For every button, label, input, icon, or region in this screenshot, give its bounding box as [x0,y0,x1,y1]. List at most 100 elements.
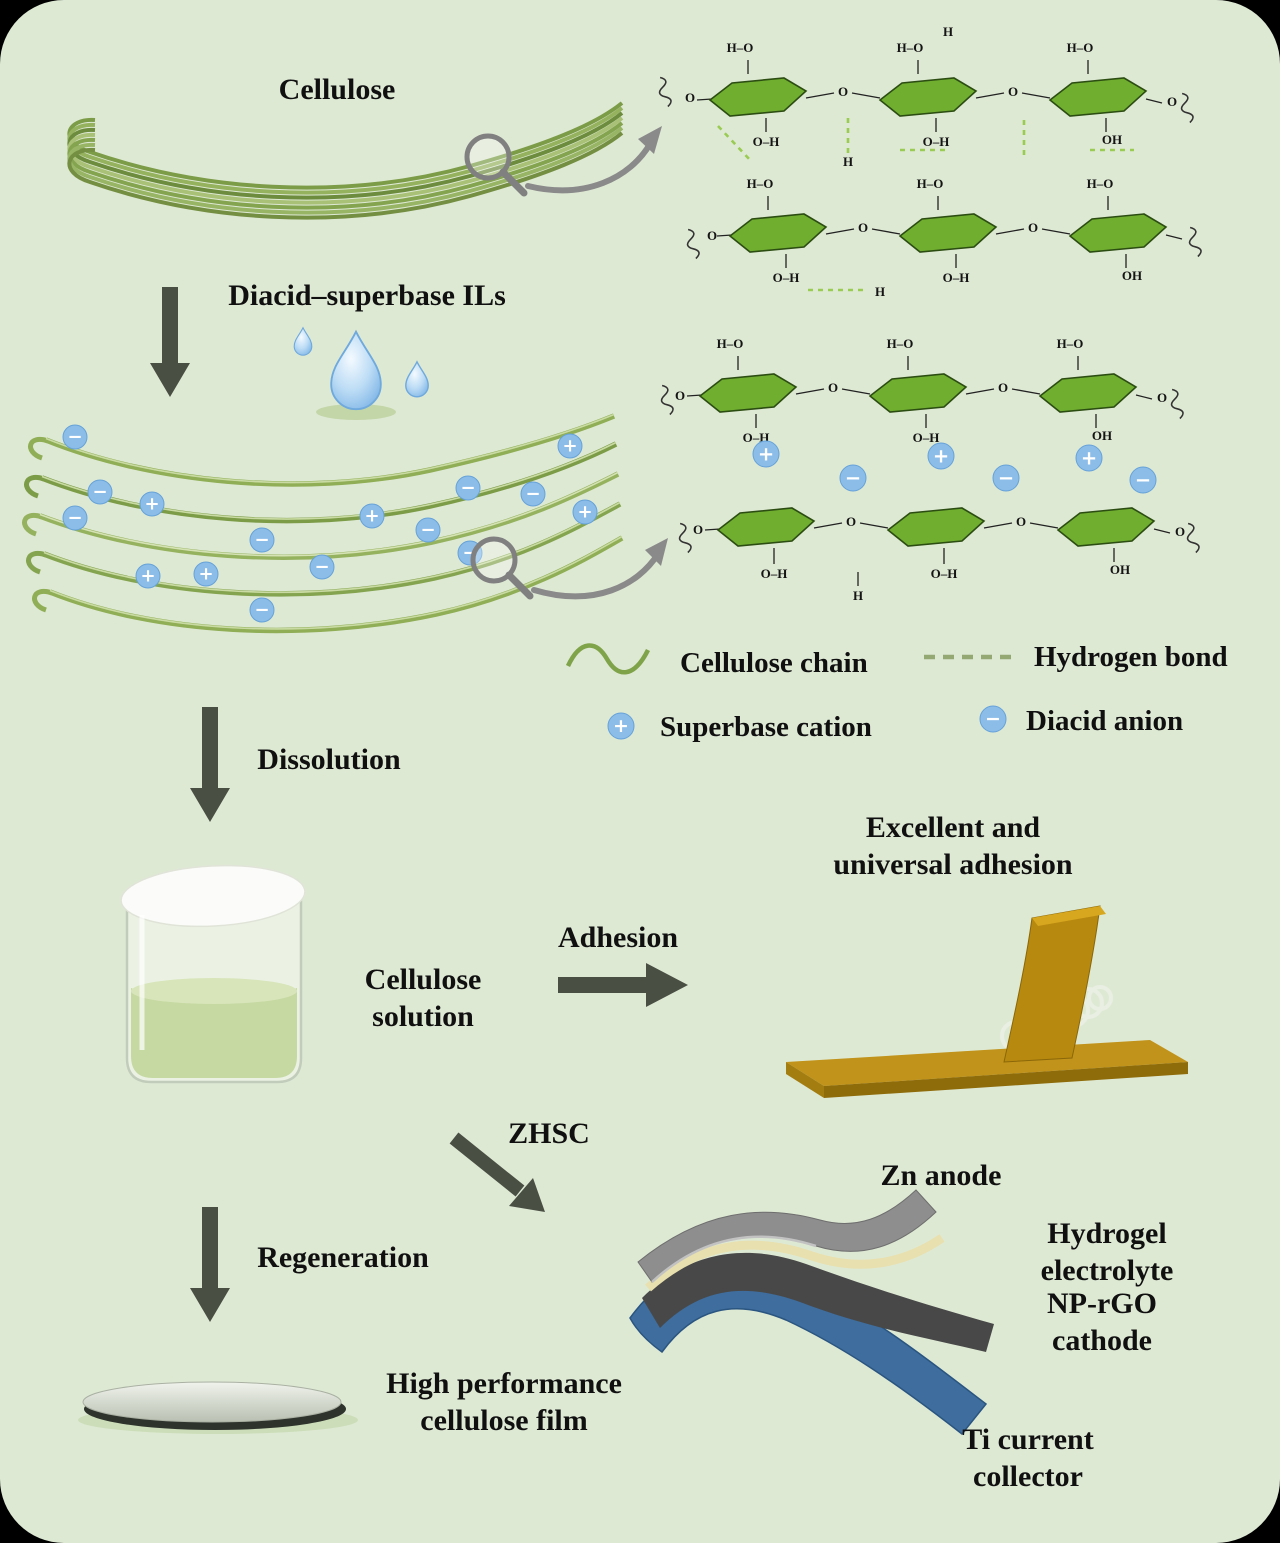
cellulose-fiber-bundle [67,101,624,220]
hydrogel-electrolyte-sheet [645,1234,945,1292]
zhsc-label: ZHSC [508,1117,590,1150]
ion-sign: + [933,445,949,468]
down-arrow-regeneration [190,1207,230,1322]
glucose-ring [1048,77,1148,117]
atom-label: OH [1110,562,1130,577]
structure-ions: +−+−+− [752,440,1157,494]
chain-end-squiggles [658,76,1202,554]
ion-sign: − [92,482,107,503]
ion-sign: − [254,530,269,551]
bond [983,522,1013,529]
atom-label: O [1175,524,1185,539]
magnifier-icon [464,133,528,197]
legend-superbase-cation: Superbase cation [660,711,872,743]
atom-label: O [675,388,685,403]
glucose-rings [698,77,1168,547]
atom-label: H–O [717,336,744,351]
ion-sign: + [1081,447,1097,470]
chain-end-squiggle [686,228,700,260]
atom-label: O–H [913,430,940,445]
diacid-anion-icon [62,505,88,531]
diacid-anion-icon [87,479,113,505]
atom-label: H–O [917,176,944,191]
bond [813,522,843,529]
zoom-arrow-icon [531,538,668,600]
superbase-cation-icon [927,442,955,470]
cellulose-film [78,1381,358,1434]
ion-sign: + [577,502,592,523]
diacid-anion-icon [249,527,275,553]
legend-hydrogen-bond: Hydrogen bond [1034,641,1228,673]
diacid-anion-icon [839,464,867,492]
ion-sign: − [845,467,861,490]
zhsc-device [629,1189,994,1436]
adhesion-result-label: Excellent and universal adhesion [833,811,1073,881]
ion-sign: + [198,564,213,585]
bond [805,92,835,99]
ion-sign: − [460,478,475,499]
atom-label: O–H [761,566,788,581]
diacid-anion-icon [309,554,335,580]
bond [1011,388,1041,395]
atom-label: O–H [773,270,800,285]
bond [975,92,1005,99]
zn-anode-label: Zn anode [880,1159,1002,1192]
diacid-anion-icon [415,517,441,543]
bond [1135,394,1153,400]
glucose-ring [878,77,978,117]
cellulose-title: Cellulose [278,73,396,106]
hydrogel-electrolyte-label: Hydrogel electrolyte [1040,1217,1174,1287]
diacid-anion-icon [455,475,481,501]
ion-sign: − [998,467,1014,490]
atom-label: H–O [1087,176,1114,191]
magnifier-icon [470,536,534,600]
diacid-superbase-label: Diacid–superbase ILs [228,279,506,312]
legend-diacid-anion: Diacid anion [1026,705,1184,737]
atom-label: O [1167,94,1177,109]
ti-current-collector-label: Ti current collector [962,1423,1094,1493]
dissolution-label: Dissolution [257,743,401,776]
diacid-anion-icon [520,481,546,507]
superbase-cation-icon [359,503,385,529]
bond [696,98,713,101]
atom-label: O–H [753,134,780,149]
atom-label: OH [1092,428,1112,443]
hydrogen-bond [717,125,753,163]
dissolved-cellulose-chains [22,413,624,634]
chain-end-squiggle [1180,92,1194,124]
film-label: High performance cellulose film [386,1367,622,1437]
diacid-anion-icon [62,424,88,450]
adhesion-illustration [786,905,1188,1098]
np-rgo-cathode-sheet [642,1252,994,1352]
atom-label: O [858,220,868,235]
glucose-ring [1038,373,1138,413]
ion-sign: − [1135,469,1151,492]
glucose-ring [1056,507,1156,547]
atom-label: OH [1122,268,1142,283]
atom-label: O [846,514,856,529]
diacid-anion-icon: − [979,705,1007,733]
svg-text:−: − [985,708,1001,730]
legend-cellulose-chain: Cellulose chain [680,647,868,679]
atom-label: O [1028,220,1038,235]
atom-label: O [1157,390,1167,405]
solution-ions: −+−+−−++−−−−−++− [62,424,598,623]
cellulose-chain-icon [565,643,651,675]
atom-label: O [685,90,695,105]
beaker [120,864,306,1084]
chain-end-squiggle [660,384,674,416]
atom-label: H–O [1067,40,1094,55]
ion-sign: − [67,508,82,529]
svg-text:+: + [613,715,629,737]
bond [1153,528,1171,534]
bond [1145,98,1163,104]
atom-label: H [843,154,853,169]
glucose-ring [886,507,986,547]
chain-end-squiggle [1186,522,1200,554]
diagonal-arrow-zhsc [449,1132,545,1212]
hydrogen-bonds [717,118,1134,292]
bond [965,388,995,395]
bond [1021,92,1051,99]
atom-label: O–H [923,134,950,149]
